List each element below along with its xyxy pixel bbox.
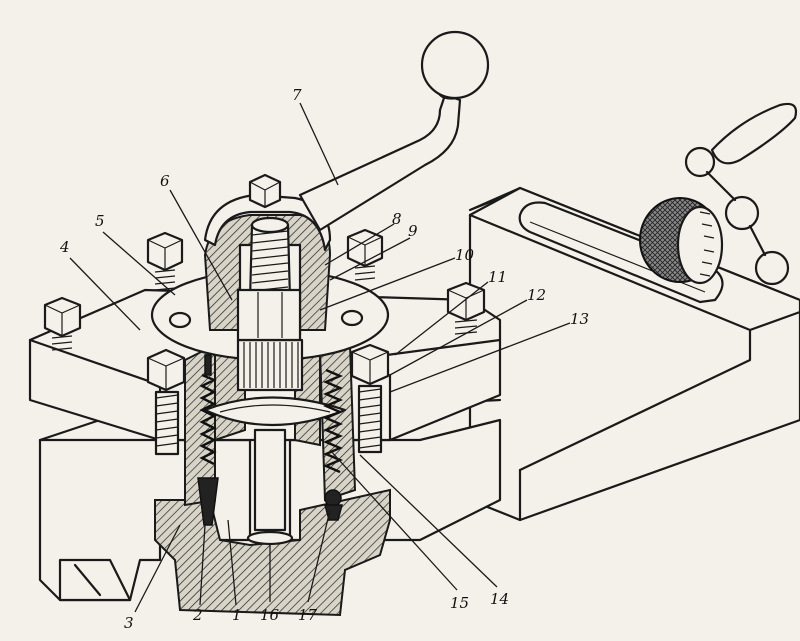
central-stud-assembly — [203, 214, 347, 532]
detent-ball — [324, 489, 342, 507]
callout-16: 16 — [260, 606, 280, 624]
lever-ball — [420, 30, 490, 100]
callout-12: 12 — [527, 286, 546, 304]
bolt-front-left — [146, 348, 186, 456]
central-shaft — [253, 428, 287, 532]
handle-ball-top — [684, 146, 716, 178]
handle-ball-bottom — [754, 250, 790, 286]
hub-ball — [724, 195, 760, 231]
callout-8: 8 — [392, 210, 402, 228]
callout-labels: 1 2 3 4 5 6 7 8 9 10 11 12 13 14 15 16 1… — [59, 86, 589, 632]
disc-hole-left — [168, 311, 192, 329]
callout-6: 6 — [160, 172, 170, 190]
callout-17: 17 — [298, 606, 318, 624]
disc-hole-right — [340, 309, 364, 327]
callout-5: 5 — [95, 212, 105, 230]
clamping-lever — [203, 30, 490, 252]
callout-9: 9 — [408, 222, 418, 240]
spring-left — [199, 373, 217, 466]
feed-handle-grip — [710, 102, 798, 165]
callout-14: 14 — [490, 590, 509, 608]
bolt-rear — [248, 173, 282, 209]
spline-sleeve — [236, 338, 304, 392]
callout-4: 4 — [59, 238, 70, 256]
callout-3: 3 — [124, 614, 134, 632]
lever-arm — [298, 93, 462, 232]
callout-15: 15 — [450, 594, 469, 612]
spring-right — [322, 368, 344, 474]
callout-2: 2 — [192, 606, 203, 624]
callout-10: 10 — [455, 246, 475, 264]
callout-13: 13 — [570, 310, 589, 328]
callout-7: 7 — [292, 86, 302, 104]
bolt-left-front — [43, 296, 82, 351]
bolt-front-right — [350, 343, 390, 454]
springs — [197, 354, 344, 526]
cam-collar — [203, 396, 347, 427]
callout-1: 1 — [232, 606, 242, 624]
callout-11: 11 — [488, 268, 507, 286]
leader-lines — [69, 102, 571, 613]
bolt-left-rear — [146, 231, 184, 291]
plunger-left — [197, 477, 219, 526]
carriage-slide — [468, 186, 800, 522]
clamp-bolts — [43, 173, 486, 456]
feed-handwheel — [639, 102, 798, 286]
